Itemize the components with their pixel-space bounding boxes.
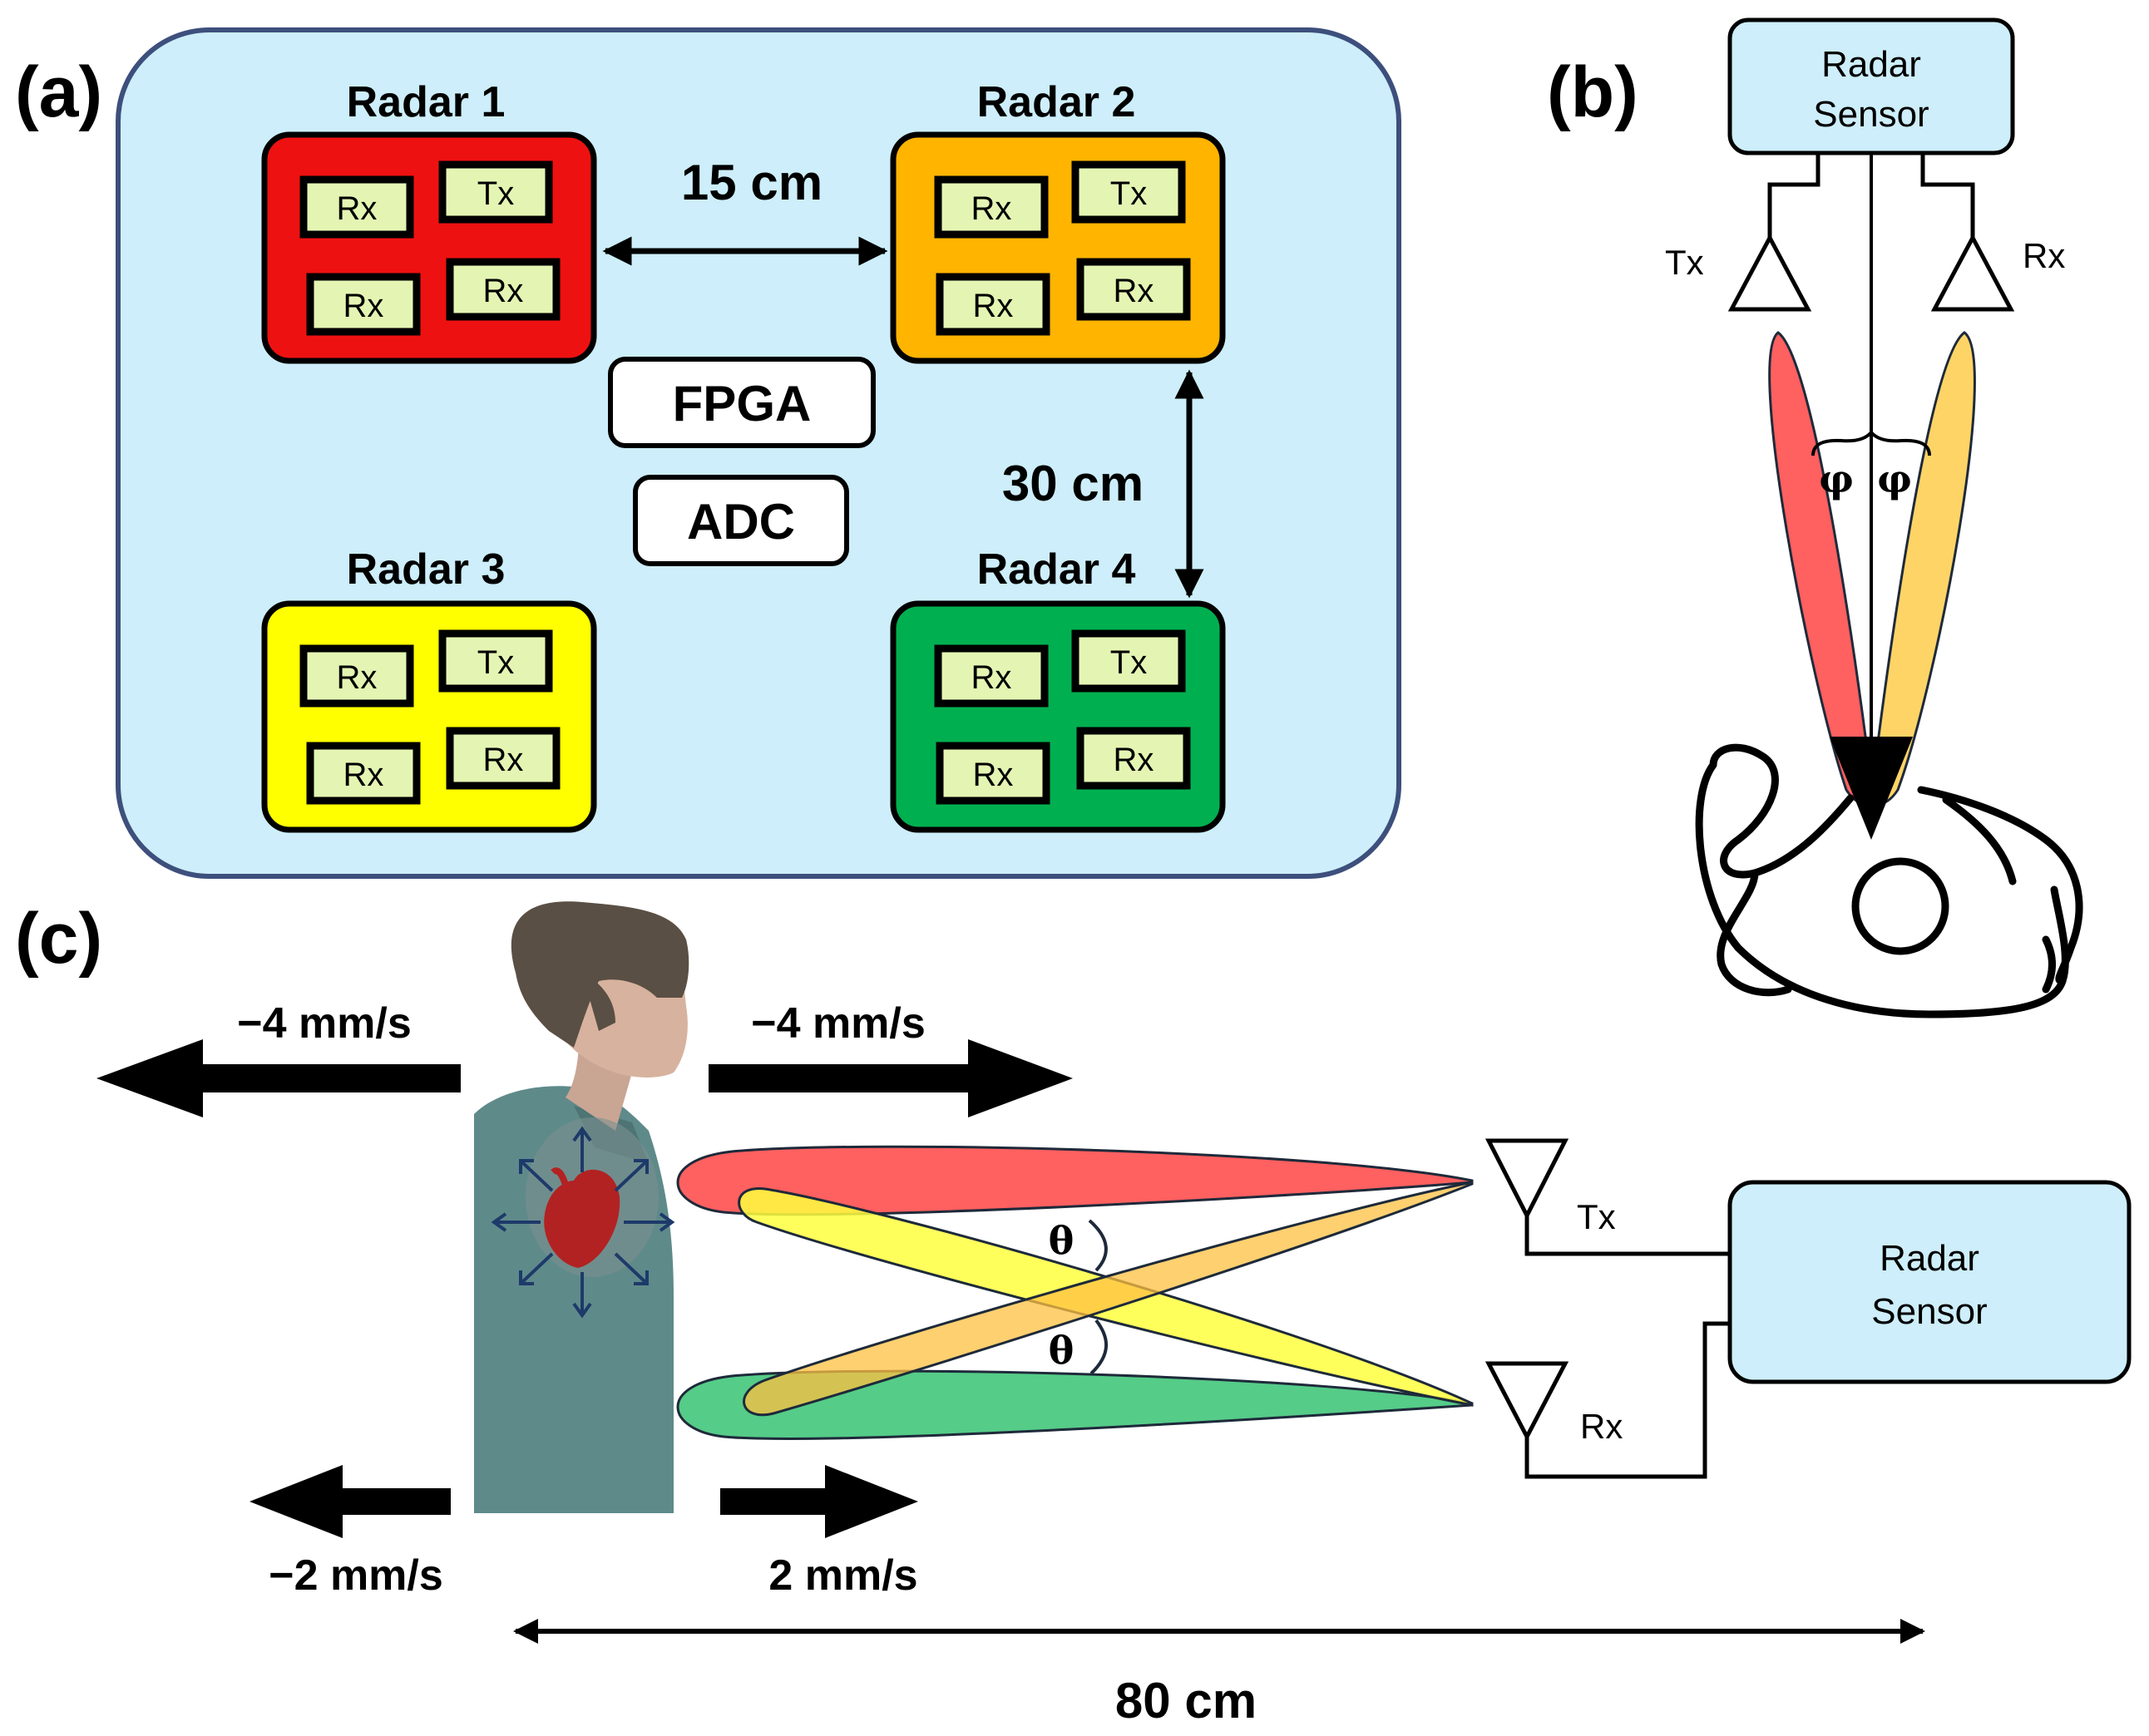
velocity-bottom-right-label: 2 mm/s [768, 1551, 917, 1600]
spacing-30cm-label: 30 cm [1002, 456, 1144, 511]
panel-b-phi-right: φ [1877, 456, 1912, 501]
svg-text:Rx: Rx [483, 742, 524, 778]
svg-text:Radar: Radar [1821, 44, 1921, 85]
svg-text:Rx: Rx [343, 288, 384, 324]
panel-c-theta-top: θ [1049, 1218, 1074, 1263]
person-icon [474, 901, 689, 1513]
svg-text:Rx: Rx [483, 273, 524, 309]
svg-text:Tx: Tx [1110, 175, 1147, 212]
velocity-arrow-top-left [96, 1039, 461, 1117]
panel-c-tx-label: Tx [1577, 1197, 1616, 1236]
radar-4-module: Radar 4 Rx Tx Rx Rx [890, 545, 1226, 833]
panel-c-theta-bottom: θ [1049, 1328, 1074, 1373]
panel-b-tx-feed [1767, 153, 1820, 238]
panel-c-tx-beam-direct [676, 1145, 1474, 1216]
panel-b-wrist-icon [1695, 743, 2083, 1018]
panel-b-radar-sensor-box: Radar Sensor [1727, 17, 2015, 155]
panel-a-label: (a) [15, 52, 102, 132]
panel-b-tx-label: Tx [1665, 243, 1704, 282]
svg-text:Rx: Rx [343, 757, 384, 793]
panel-b-tx-antenna-icon [1727, 233, 1812, 312]
panel-c-angle-arc-bottom [1089, 1319, 1109, 1375]
distance-80cm-label: 80 cm [1115, 1673, 1257, 1729]
svg-text:Rx: Rx [337, 659, 378, 696]
panel-b-axis-arrowhead [1830, 737, 1913, 840]
radar-2-module: Radar 2 Rx Tx Rx Rx [890, 78, 1226, 364]
panel-c-rx-beam-direct [676, 1369, 1474, 1440]
panel-b-rx-beam [1870, 331, 1976, 805]
radar-3-title: Radar 3 [347, 545, 506, 594]
radar-3-chip-rx-3: Rx [446, 727, 561, 790]
panel-c-tx-feed [1524, 1216, 1730, 1256]
svg-text:Rx: Rx [971, 659, 1012, 696]
velocity-bottom-left-label: −2 mm/s [269, 1551, 443, 1600]
panel-b-tx-beam [1768, 331, 1874, 805]
radar-4-chip-rx-2: Rx [936, 742, 1050, 805]
svg-text:Sensor: Sensor [1871, 1291, 1987, 1332]
radar-2-chip-tx: Tx [1071, 160, 1186, 224]
panel-c-rx-feed [1524, 1321, 1730, 1479]
spacing-15cm-label: 15 cm [681, 155, 823, 210]
panel-b-rx-label: Rx [2023, 236, 2065, 275]
radar-1-chip-rx-2: Rx [306, 273, 421, 336]
panel-c-tx-antenna-icon [1485, 1138, 1569, 1221]
svg-text:Rx: Rx [973, 288, 1014, 324]
svg-text:Tx: Tx [1110, 644, 1147, 681]
radar-2-chip-rx-1: Rx [934, 175, 1049, 239]
panel-c-rx-antenna-icon [1485, 1361, 1569, 1442]
svg-text:Tx: Tx [477, 175, 514, 212]
panel-b-angle-brace [1811, 429, 1931, 456]
svg-text:ADC: ADC [687, 494, 795, 550]
radar-4-title: Radar 4 [977, 545, 1136, 594]
radar-4-chip-rx-1: Rx [934, 644, 1049, 708]
svg-text:Rx: Rx [1114, 273, 1154, 309]
radar-2-chip-rx-3: Rx [1076, 258, 1191, 321]
svg-text:Radar: Radar [1880, 1238, 1979, 1279]
panel-b-label: (b) [1547, 52, 1638, 132]
panel-b-phi-left: φ [1819, 456, 1854, 501]
panel-c-rx-label: Rx [1580, 1407, 1623, 1446]
svg-text:FPGA: FPGA [673, 376, 812, 432]
radar-4-chip-tx: Tx [1071, 629, 1186, 693]
svg-text:Rx: Rx [337, 190, 378, 227]
radar-3-chip-rx-2: Rx [306, 742, 421, 805]
panel-c-label: (c) [15, 899, 102, 979]
radar-1-chip-rx-1: Rx [299, 175, 414, 239]
velocity-arrow-bottom-right [720, 1465, 918, 1538]
velocity-top-right-label: −4 mm/s [751, 999, 926, 1048]
panel-b-rx-antenna-icon [1930, 233, 2015, 312]
radar-1-chip-tx: Tx [438, 160, 553, 224]
radar-1-module: Radar 1 Rx Tx Rx Rx [261, 78, 597, 364]
svg-text:Rx: Rx [971, 190, 1012, 227]
radar-3-module: Radar 3 Rx Tx Rx Rx [261, 545, 597, 833]
radar-3-chip-tx: Tx [438, 629, 553, 693]
velocity-arrow-bottom-left [249, 1465, 451, 1538]
radar-1-chip-rx-3: Rx [446, 258, 561, 321]
adc-box: ADC [633, 475, 849, 566]
svg-text:Tx: Tx [477, 644, 514, 681]
panel-c-rx-beam-crossed [743, 1181, 1474, 1417]
svg-text:Rx: Rx [973, 757, 1014, 793]
panel-b-rx-feed [1920, 153, 1975, 238]
panel-c-angle-arc-top [1088, 1219, 1108, 1272]
radar-2-title: Radar 2 [977, 78, 1136, 126]
radar-4-chip-rx-3: Rx [1076, 727, 1191, 790]
radar-3-chip-rx-1: Rx [299, 644, 414, 708]
radar-1-title: Radar 1 [347, 78, 506, 126]
velocity-arrow-top-right [709, 1039, 1073, 1117]
radar-2-chip-rx-2: Rx [936, 273, 1050, 336]
svg-text:Rx: Rx [1114, 742, 1154, 778]
panel-c-radar-sensor-box: Radar Sensor [1727, 1180, 2132, 1384]
fpga-box: FPGA [608, 357, 876, 448]
velocity-top-left-label: −4 mm/s [237, 999, 412, 1048]
svg-text:Sensor: Sensor [1813, 94, 1929, 135]
